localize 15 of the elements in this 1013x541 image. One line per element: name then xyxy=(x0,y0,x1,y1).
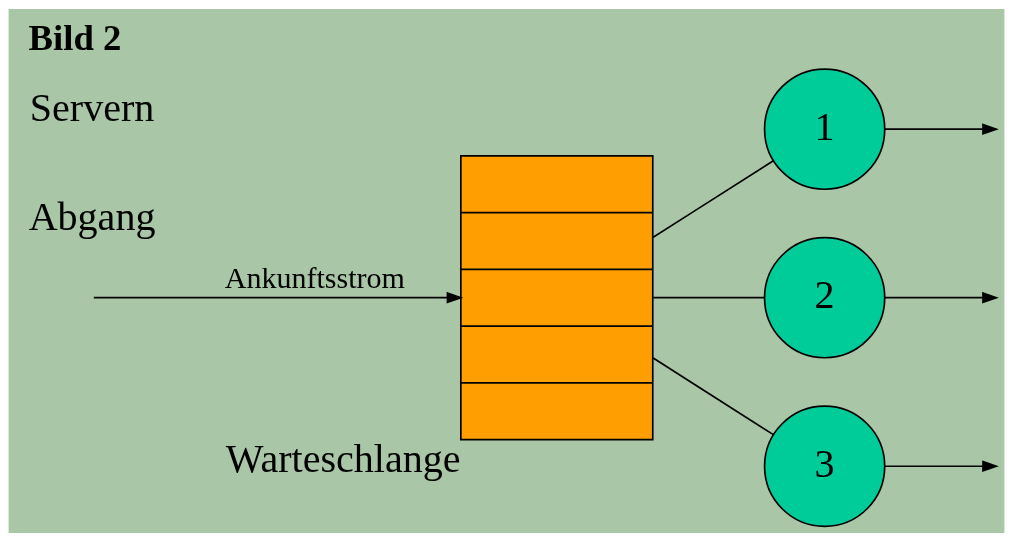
label: Abgang xyxy=(28,193,156,239)
node-circle: 1 xyxy=(763,67,886,190)
node-circle: 2 xyxy=(763,236,886,359)
connector xyxy=(652,356,775,435)
edge-label: Ankunftsstrom xyxy=(224,260,405,294)
diagram-title: Bild 2 xyxy=(28,16,122,58)
connector xyxy=(652,296,766,299)
arrow xyxy=(884,291,999,304)
arrow xyxy=(884,459,999,472)
arrow xyxy=(92,291,464,304)
node-circle: 3 xyxy=(763,404,886,527)
arrow xyxy=(884,122,999,135)
connector xyxy=(652,159,775,238)
label: Servern xyxy=(29,84,155,130)
node-label: Warteschlange xyxy=(225,435,461,481)
